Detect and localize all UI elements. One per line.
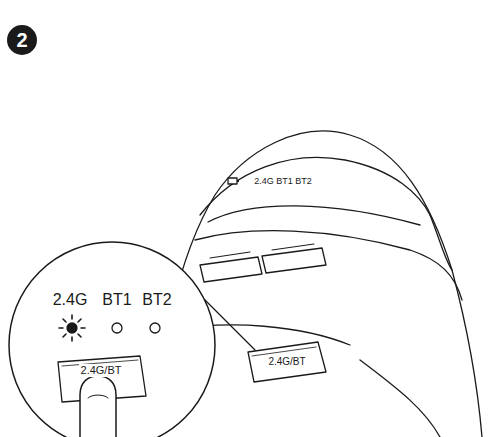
led-label: BT1 bbox=[102, 292, 131, 308]
callout-button-label: 2.4G/BT bbox=[79, 364, 124, 377]
button-label: 2.4G/BT bbox=[268, 357, 305, 367]
led-label: 2.4G bbox=[53, 292, 88, 308]
step-number: 2 bbox=[16, 30, 27, 50]
led-label: BT2 bbox=[142, 292, 171, 308]
mouse-led-label: 2.4G BT1 BT2 bbox=[254, 177, 312, 186]
